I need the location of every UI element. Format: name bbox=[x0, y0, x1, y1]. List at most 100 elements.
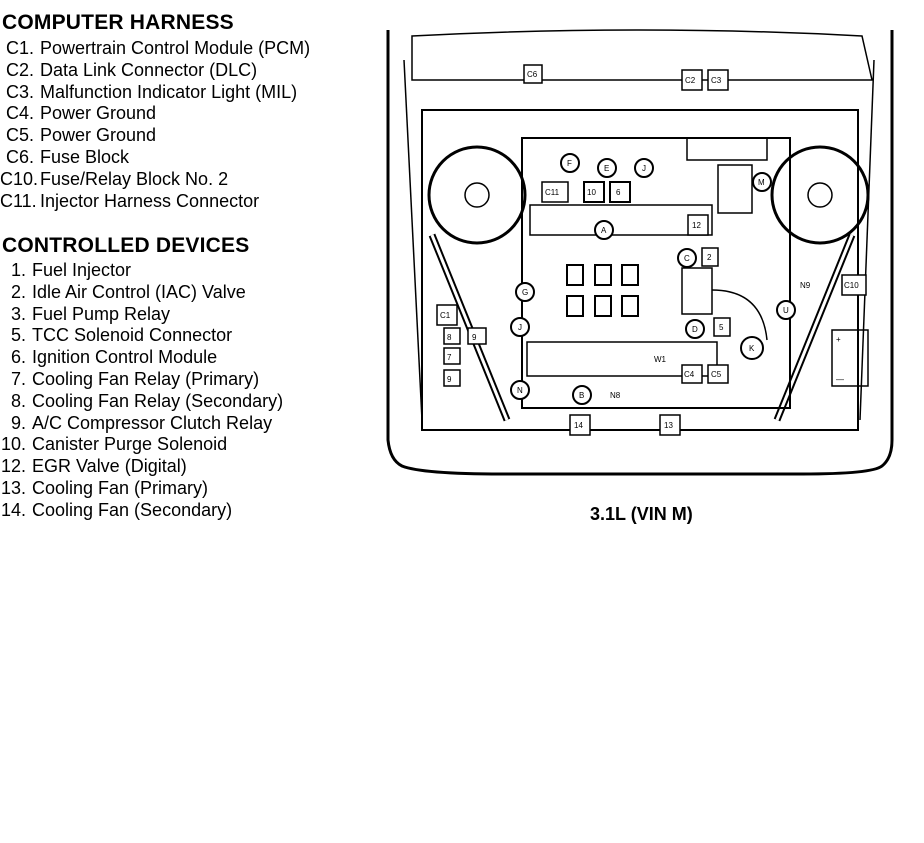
item-code: 8. bbox=[10, 390, 26, 411]
list-item: 5. TCC Solenoid Connector bbox=[0, 324, 232, 346]
relay-3-label: 9 bbox=[472, 333, 477, 342]
item-code: C5. bbox=[5, 125, 34, 146]
w1-label: W1 bbox=[654, 355, 667, 364]
body-outline bbox=[386, 30, 894, 476]
item-label: Data Link Connector (DLC) bbox=[40, 59, 258, 80]
svg-text:+: + bbox=[836, 335, 841, 344]
c6-label: C6 bbox=[527, 70, 538, 79]
item-label: Canister Purge Solenoid bbox=[32, 434, 228, 455]
list-item: C10.Fuse/Relay Block No. 2 bbox=[0, 168, 228, 190]
item-label: Powertrain Control Module (PCM) bbox=[40, 38, 311, 58]
item-label: Cooling Fan Relay (Secondary) bbox=[32, 390, 284, 411]
diagram-caption: 3.1L (VIN M) bbox=[590, 504, 693, 524]
list-item: 3. Fuel Pump Relay bbox=[0, 303, 170, 325]
item-code: 14. bbox=[0, 499, 26, 520]
item-code: 1. bbox=[10, 260, 26, 280]
item-label: Fuel Pump Relay bbox=[32, 303, 171, 324]
relay-7-label: 7 bbox=[447, 353, 452, 362]
item-label: Power Ground bbox=[40, 103, 157, 124]
c2-label: C2 bbox=[685, 76, 696, 85]
item-code: 7. bbox=[10, 369, 26, 389]
item-label: Power Ground bbox=[40, 125, 157, 146]
item-label: Cooling Fan (Primary) bbox=[32, 478, 209, 498]
item-label: A/C Compressor Clutch Relay bbox=[32, 412, 273, 433]
list-item: 10. Canister Purge Solenoid bbox=[0, 433, 227, 455]
relay-8-label: 8 bbox=[447, 333, 452, 342]
item-code: C11. bbox=[0, 190, 37, 211]
item-label: Fuel Injector bbox=[32, 260, 132, 280]
item-label: TCC Solenoid Connector bbox=[32, 325, 233, 346]
cowl-panel bbox=[411, 29, 873, 81]
svg-text:M: M bbox=[758, 178, 765, 187]
svg-text:U: U bbox=[783, 306, 789, 315]
item-label: Cooling Fan Relay (Primary) bbox=[32, 369, 260, 389]
list-item: 7. Cooling Fan Relay (Primary) bbox=[0, 368, 259, 390]
item-label: Malfunction Indicator Light (MIL) bbox=[40, 81, 298, 102]
item-code: 13. bbox=[0, 478, 26, 498]
list-item: C11.Injector Harness Connector bbox=[0, 190, 259, 212]
egr-12-label: 12 bbox=[692, 221, 701, 230]
list-item: C4. Power Ground bbox=[0, 102, 156, 124]
item-code: C6. bbox=[5, 147, 34, 167]
engine-block bbox=[521, 137, 791, 409]
relay-10-label: 10 bbox=[587, 188, 596, 197]
engine-compartment-diagram: + — C6 C2 C3 C11 10 6 12 2 5 C10 C4 C5 C… bbox=[386, 29, 894, 476]
item-label: EGR Valve (Digital) bbox=[32, 456, 187, 477]
list-item: 8. Cooling Fan Relay (Secondary) bbox=[0, 390, 283, 412]
svg-text:J: J bbox=[518, 323, 522, 332]
svg-text:A: A bbox=[601, 226, 607, 235]
cooling-fan-secondary-icon bbox=[770, 145, 870, 245]
circled-connector-icons: F E J A C G J D K N B M U bbox=[510, 153, 796, 405]
item-code: 9. bbox=[10, 412, 26, 433]
svg-text:F: F bbox=[567, 159, 572, 168]
fan-13-label: 13 bbox=[664, 421, 673, 430]
fuel-injector-icons bbox=[566, 264, 639, 317]
tcc-5-label: 5 bbox=[719, 323, 724, 332]
relay-9-label: 9 bbox=[447, 375, 452, 384]
radiator-frame bbox=[421, 109, 859, 431]
item-code: C2. bbox=[5, 59, 34, 80]
fan-14-label: 14 bbox=[574, 421, 583, 430]
c3-label: C3 bbox=[711, 76, 722, 85]
item-code: C10. bbox=[0, 168, 39, 189]
svg-text:C: C bbox=[684, 254, 690, 263]
item-label: Ignition Control Module bbox=[32, 347, 218, 368]
battery-icon bbox=[831, 329, 869, 387]
relay-6-label: 6 bbox=[616, 188, 621, 197]
list-item: 14.Cooling Fan (Secondary) bbox=[0, 499, 232, 521]
item-code: C1. bbox=[5, 38, 34, 58]
item-code: C3. bbox=[5, 81, 34, 102]
item-label: Fuse Block bbox=[40, 147, 130, 167]
list-item: 1. Fuel Injector bbox=[0, 259, 131, 281]
n8-label: N8 bbox=[610, 391, 621, 400]
svg-text:E: E bbox=[604, 164, 609, 173]
list-item: C2. Data Link Connector (DLC) bbox=[0, 59, 257, 81]
n9-label: N9 bbox=[800, 281, 811, 290]
list-item: C3. Malfunction Indicator Light (MIL) bbox=[0, 81, 297, 103]
list-item: 13. Cooling Fan (Primary) bbox=[0, 477, 208, 499]
list-item: 2. Idle Air Control (IAC) Valve bbox=[0, 281, 246, 303]
item-label: Idle Air Control (IAC) Valve bbox=[32, 281, 246, 302]
item-code: 6. bbox=[10, 347, 26, 368]
svg-text:K: K bbox=[749, 344, 755, 353]
list-item: 12. EGR Valve (Digital) bbox=[0, 455, 187, 477]
item-code: 10. bbox=[0, 434, 26, 455]
item-code: C4. bbox=[5, 103, 34, 124]
c5-label: C5 bbox=[711, 370, 722, 379]
item-code: 12. bbox=[0, 456, 26, 477]
list-item: C5. Power Ground bbox=[0, 124, 156, 146]
controlled-devices-title: CONTROLLED DEVICES bbox=[2, 234, 250, 257]
svg-text:D: D bbox=[692, 325, 698, 334]
item-label: Injector Harness Connector bbox=[40, 190, 260, 211]
c1-label: C1 bbox=[440, 311, 451, 320]
c10-label: C10 bbox=[844, 281, 859, 290]
computer-harness-title: COMPUTER HARNESS bbox=[2, 11, 234, 34]
item-label: Fuse/Relay Block No. 2 bbox=[40, 168, 229, 189]
c11-label: C11 bbox=[545, 188, 560, 197]
item-code: 3. bbox=[10, 303, 26, 324]
svg-text:N: N bbox=[517, 386, 523, 395]
cooling-fan-primary-icon bbox=[427, 145, 527, 245]
item-code: 5. bbox=[10, 325, 26, 346]
item-code: 2. bbox=[10, 281, 26, 302]
list-item: 6. Ignition Control Module bbox=[0, 346, 217, 368]
